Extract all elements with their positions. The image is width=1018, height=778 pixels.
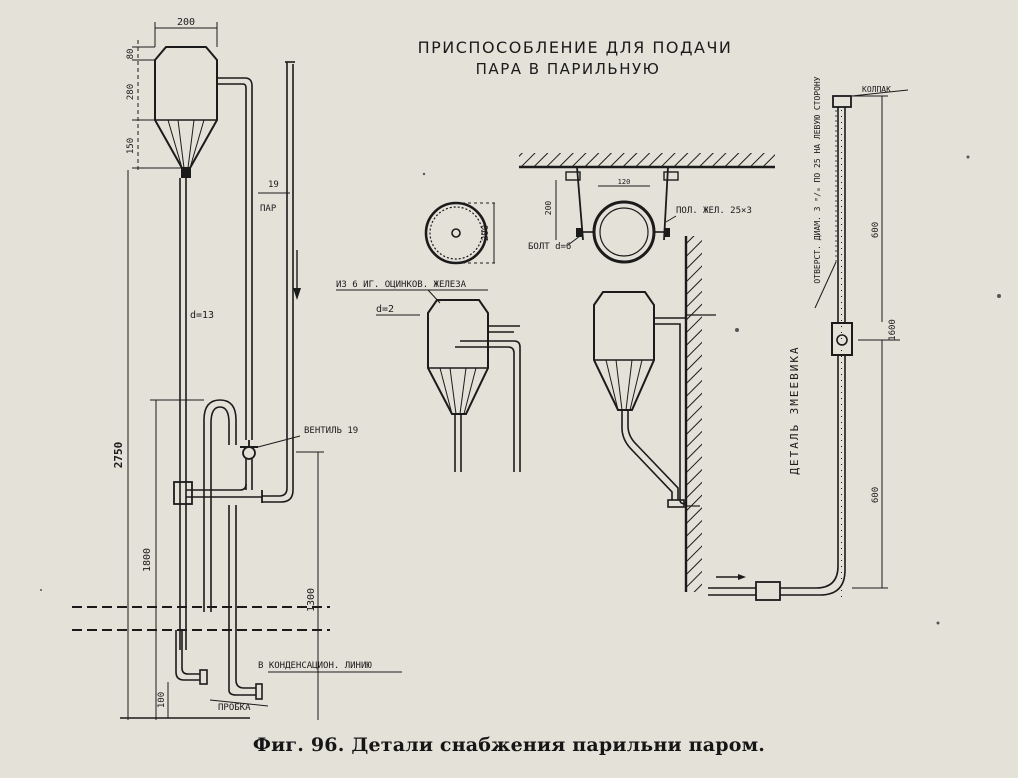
left-steam-assembly: 200 80 280 150 2750 d=13 19 ПАР (72, 17, 402, 720)
dim-150: 150 (126, 138, 136, 154)
dim-200-top: 200 (177, 17, 195, 28)
dim-1600: 1600 (888, 319, 898, 341)
dim-200-bracket: 200 (544, 201, 553, 216)
label-d2: d=2 (376, 304, 394, 315)
label-pipe-19: 19 (268, 180, 279, 190)
label-par: ПАР (260, 204, 277, 214)
dim-1800: 1800 (142, 548, 153, 572)
label-ventil: ВЕНТИЛЬ 19 (304, 426, 358, 436)
paper-speckles (40, 155, 1001, 625)
ring-detail: 200 (424, 201, 498, 265)
valve-19 (240, 440, 258, 490)
label-pol-zhel: ПОЛ. ЖЕЛ. 25×3 (676, 206, 752, 216)
dim-120: 120 (618, 178, 631, 186)
left-steam-basket (154, 46, 218, 178)
figure-caption: Фиг. 96. Детали снабжения парильни паром… (252, 734, 766, 756)
label-kolpak: КОЛПАК (862, 85, 891, 94)
label-iz-6: ИЗ 6 ИГ. ОЦИНКОВ. ЖЕЛЕЗА (336, 280, 467, 290)
dim-600-b: 600 (871, 487, 881, 503)
dim-80: 80 (126, 49, 136, 60)
label-d13: d=13 (190, 310, 214, 321)
wall-basket-assembly (593, 236, 716, 592)
label-probka: ПРОБКА (218, 703, 251, 713)
dim-100: 100 (157, 692, 167, 708)
coil-detail: КОЛПАК 600 600 1600 ОТВЕРСТ. ДИАМ. 3 ᵐ/ₘ… (708, 76, 909, 601)
dim-2750: 2750 (112, 442, 125, 469)
label-detal: ДЕТАЛЬ ЗМЕЕВИКА (788, 345, 801, 474)
label-otverst: ОТВЕРСТ. ДИАМ. 3 ᵐ/ₘ ПО 25 НА ЛЕВУЮ СТОР… (813, 76, 822, 283)
ceiling-bracket: 200 120 ПОЛ. ЖЕЛ. 25×3 БОЛТ d=6 (519, 153, 775, 264)
dim-280: 280 (126, 84, 136, 100)
dim-1300: 1300 (306, 588, 317, 612)
label-kondensat: В КОНДЕНСАЦИОН. ЛИНИЮ (258, 661, 372, 671)
drawing-title-line1: ПРИСПОСОБЛЕНИЕ ДЛЯ ПОДАЧИ (418, 38, 733, 57)
dim-600-a: 600 (871, 222, 881, 238)
dim-200-ring: 200 (481, 225, 491, 241)
label-bolt: БОЛТ d=6 (528, 242, 571, 252)
drawing-title-line2: ПАРА В ПАРИЛЬНУЮ (476, 60, 661, 78)
middle-basket-assembly: ИЗ 6 ИГ. ОЦИНКОВ. ЖЕЛЕЗА d=2 (336, 280, 521, 472)
